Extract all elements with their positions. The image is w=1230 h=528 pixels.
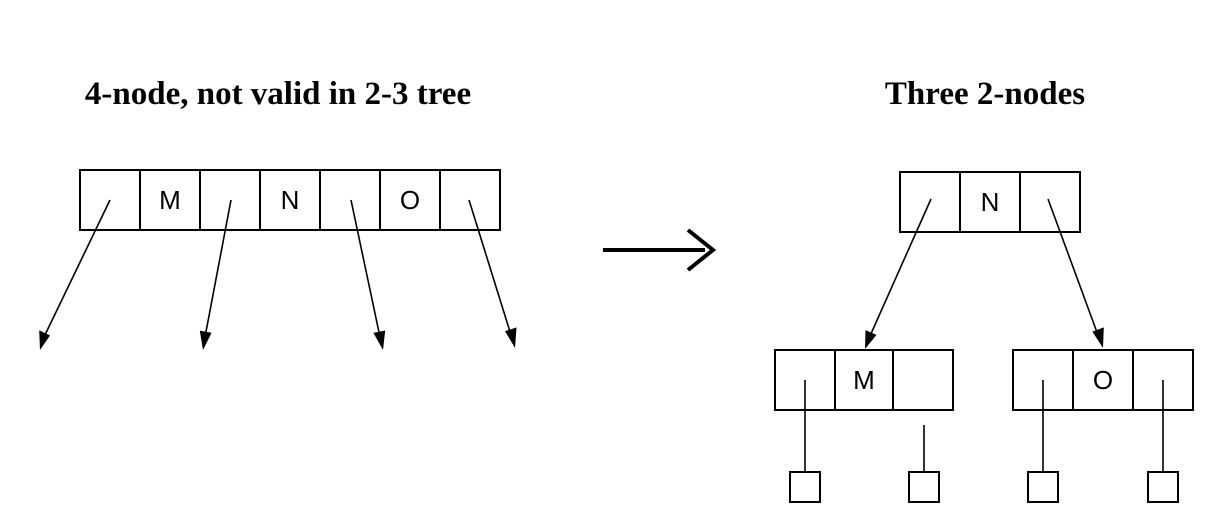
four-node-arrow-1-head	[39, 330, 50, 350]
four-node-pointer-slot-2	[199, 169, 261, 231]
parent-arrow-left-head	[865, 330, 877, 349]
four-node-arrow-2-shaft	[204, 199, 232, 338]
parent-arrow-right-shaft	[1047, 198, 1099, 336]
leaf-box-1	[789, 471, 821, 503]
four-node-arrow-2-head	[199, 330, 212, 350]
parent-pointer-slot-right	[1019, 171, 1081, 233]
four-node-arrow-3-head	[373, 330, 386, 350]
parent-node: N	[899, 171, 1081, 233]
four-node-pointer-slot-3	[319, 169, 381, 231]
left-title: 4-node, not valid in 2-3 tree	[85, 76, 471, 112]
child-pointers	[804, 380, 1164, 472]
four-node-key-cell-2	[259, 169, 321, 231]
right-title: Three 2-nodes	[885, 76, 1085, 112]
parent-arrow-right-head	[1092, 327, 1104, 348]
four-node-key-3: O	[400, 185, 420, 215]
transform-arrow	[603, 228, 717, 272]
left-child-pointer-slot-right	[892, 349, 954, 411]
four-node-key-1: M	[159, 185, 181, 215]
right-child-key-cell	[1072, 349, 1134, 411]
leaf-box-4	[1147, 471, 1179, 503]
parent-key: N	[981, 187, 1000, 217]
right-child-node: O	[1012, 349, 1194, 411]
four-node: M N O	[79, 169, 501, 231]
transform-arrow-head	[686, 228, 717, 272]
parent-arrow-left-shaft	[869, 198, 932, 337]
four-node-pointer-slot-4	[439, 169, 501, 231]
four-node-arrow-4-shaft	[468, 199, 512, 336]
left-child-key-cell	[834, 349, 894, 411]
leaf-box-3	[1027, 471, 1059, 503]
four-node-arrow-3-shaft	[350, 199, 381, 338]
right-child-key: O	[1093, 365, 1113, 395]
parent-pointers	[865, 198, 1104, 349]
four-node-arrow-4-head	[505, 327, 517, 348]
four-node-key-2: N	[281, 185, 300, 215]
left-child-key: M	[853, 365, 875, 395]
left-child-node: M	[774, 349, 954, 411]
leaf-stubs	[789, 471, 1179, 503]
four-node-arrow-1-shaft	[43, 199, 111, 338]
leaf-box-2	[908, 471, 940, 503]
four-node-key-cell-1	[139, 169, 201, 231]
four-node-pointers	[39, 199, 517, 350]
